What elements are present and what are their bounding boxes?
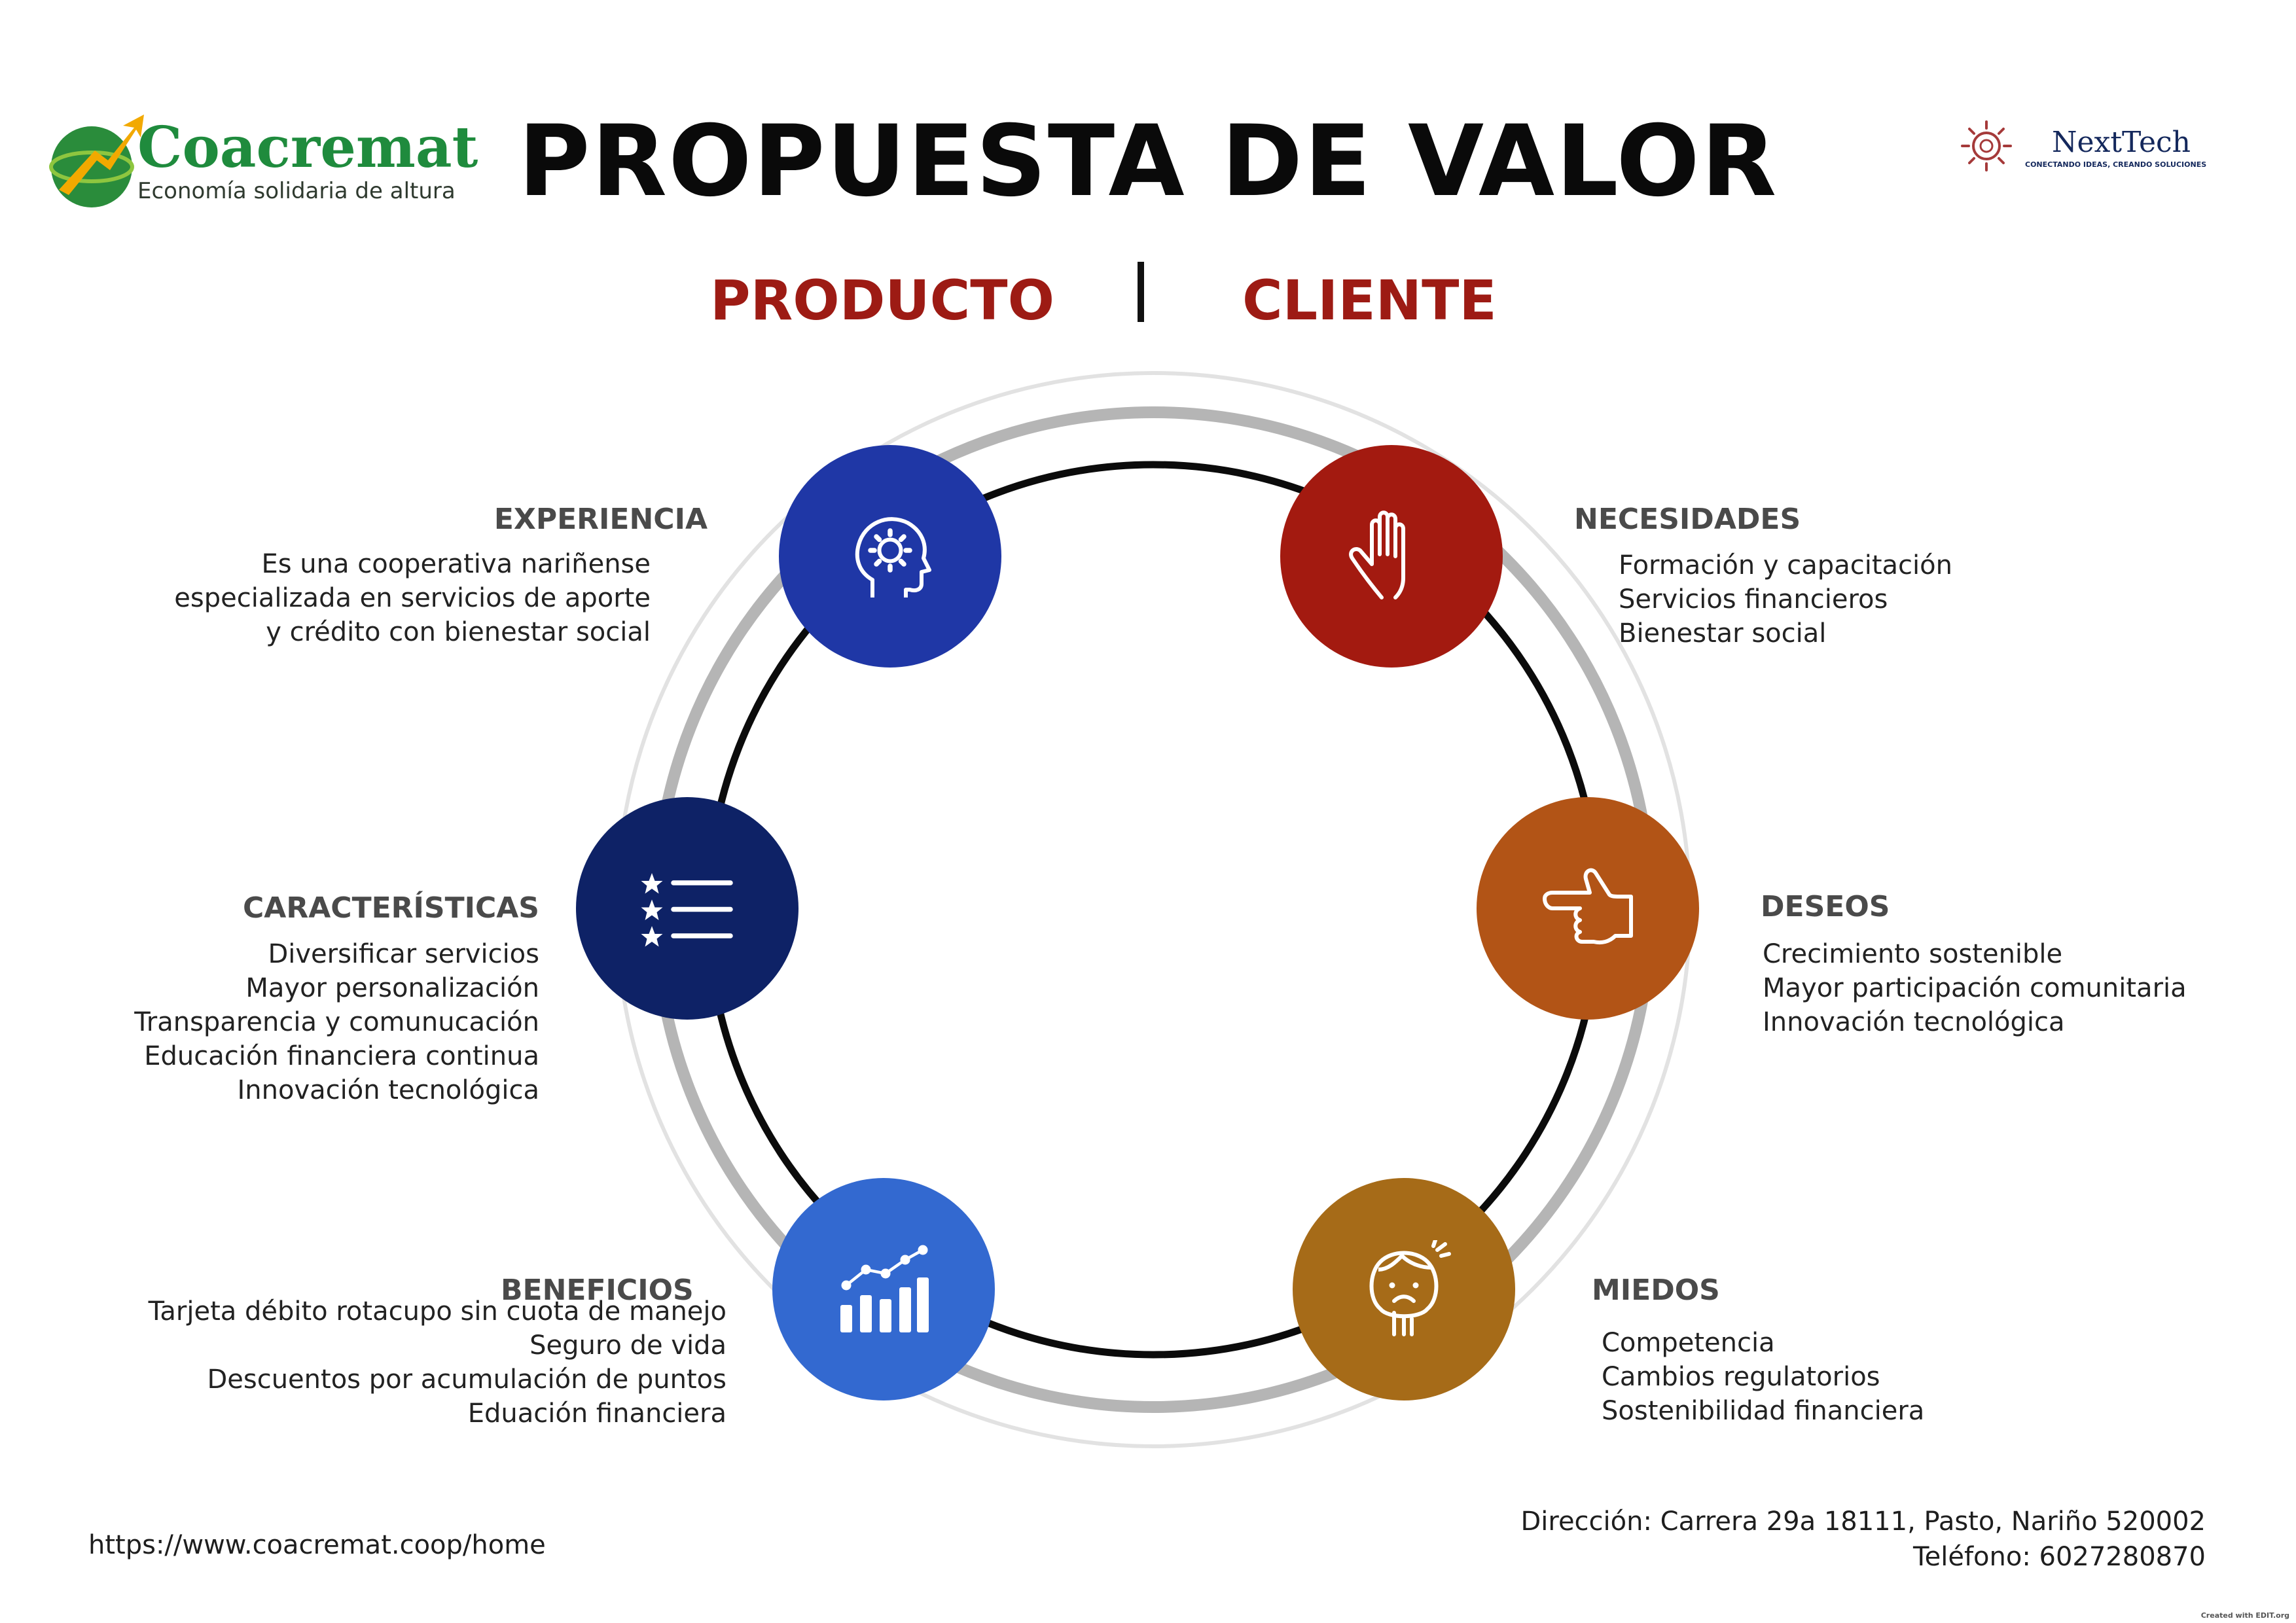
star-list-icon [641,873,733,947]
subtitle-producto: PRODUCTO [710,268,1054,332]
phone-text: Teléfono: 6027280870 [1912,1542,2206,1572]
deseos-item: Innovación tecnológica [1763,1007,2065,1037]
beneficios-circle [772,1178,995,1400]
beneficios-item: Eduación financiera [467,1399,726,1429]
necesidades-circle [1280,445,1503,668]
necesidades-item: Bienestar social [1619,618,1827,649]
coacremat-logo-name: Coacremat [137,115,478,181]
nexttech-logo-name: NextTech [2052,126,2191,159]
miedos-circle [1293,1178,1515,1400]
necesidades-title: NECESIDADES [1574,503,1801,536]
deseos-title: DESEOS [1761,890,1890,923]
caracteristicas-title: CARACTERÍSTICAS [243,891,539,925]
deseos-list: Crecimiento sostenible Mayor participaci… [1763,937,2187,1039]
coacremat-logo-tagline: Economía solidaria de altura [137,178,456,204]
growth-chart-icon [840,1245,929,1332]
caracteristicas-item: Diversificar servicios [268,939,539,969]
experiencia-line: especializada en servicios de aporte [174,583,651,613]
beneficios-item: Descuentos por acumulación de puntos [207,1364,726,1395]
deseos-item: Crecimiento sostenible [1763,939,2063,969]
nexttech-gear-icon [1961,120,2012,171]
coacremat-logo [49,115,144,207]
address-text: Dirección: Carrera 29a 18111, Pasto, Nar… [1520,1507,2206,1537]
necesidades-list: Formación y capacitación Servicios finan… [1619,548,1952,651]
miedos-list: Competencia Cambios regulatorios Sosteni… [1602,1326,1924,1428]
deseos-item: Mayor participación comunitaria [1763,973,2187,1003]
beneficios-item: Tarjeta débito rotacupo sin cuota de man… [148,1296,726,1327]
miedos-title: MIEDOS [1592,1274,1720,1307]
nexttech-logo-tagline: CONECTANDO IDEAS, CREANDO SOLUCIONES [2025,160,2207,169]
logo-arrow-shape [59,115,144,195]
caracteristicas-item: Educación financiera continua [144,1041,539,1071]
subtitle-cliente: CLIENTE [1242,268,1497,332]
subtitle-separator [1138,262,1144,322]
miedos-item: Sostenibilidad financiera [1602,1396,1925,1426]
necesidades-item: Formación y capacitación [1619,550,1952,580]
edit-credit: Created with EDIT.org [2200,1611,2289,1620]
experiencia-line: Es una cooperativa nariñense [261,549,651,579]
experiencia-circle [779,445,1001,668]
page-title: PROPUESTA DE VALOR [518,105,1778,219]
caracteristicas-item: Transparencia y comunucación [134,1007,539,1037]
deseos-circle [1477,797,1699,1020]
caracteristicas-list: Diversificar servicios Mayor personaliza… [134,937,539,1107]
beneficios-title: BENEFICIOS [501,1274,694,1307]
head-gear-icon [855,517,931,597]
miedos-item: Cambios regulatorios [1602,1362,1880,1392]
experiencia-line: y crédito con bienestar social [266,617,651,647]
pointing-hand-icon [1543,868,1633,945]
beneficios-item: Seguro de vida [529,1330,726,1361]
caracteristicas-item: Innovación tecnológica [237,1075,539,1105]
miedos-item: Competencia [1602,1328,1775,1358]
website-link[interactable]: https://www.coacremat.coop/home [88,1530,546,1560]
beneficios-list: Tarjeta débito rotacupo sin cuota de man… [149,1294,726,1431]
caracteristicas-item: Mayor personalización [245,973,539,1003]
experiencia-title: EXPERIENCIA [493,503,708,536]
caracteristicas-circle [576,797,798,1020]
experiencia-description: Es una cooperativa nariñense especializa… [174,547,651,649]
contact-info: Dirección: Carrera 29a 18111, Pasto, Nar… [1520,1504,2206,1575]
raised-hand-icon [1349,510,1405,599]
necesidades-item: Servicios financieros [1619,584,1888,615]
worried-face-icon [1369,1240,1451,1336]
